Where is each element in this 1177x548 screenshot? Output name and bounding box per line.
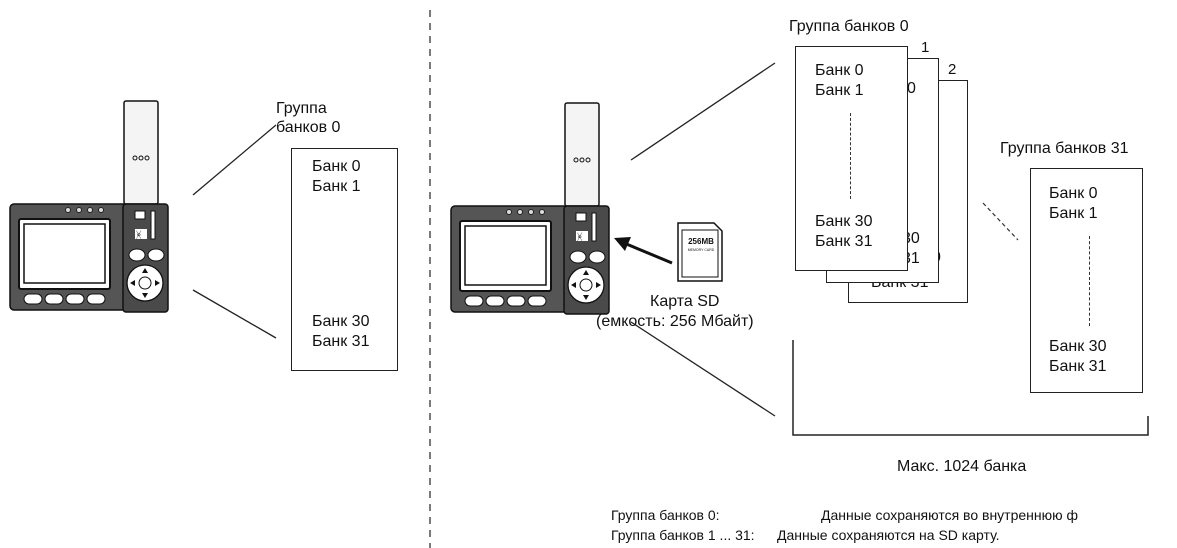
sd-arrow-head	[614, 237, 631, 251]
bank-label: Банк 0	[1049, 185, 1098, 202]
left-connector-top	[192, 124, 277, 196]
bank-label: Банк 30	[1049, 338, 1107, 355]
bank-label: Банк 1	[312, 178, 361, 195]
left-group-label-line1: Группа	[276, 100, 327, 117]
stack-group0-title: Группа банков 0	[789, 18, 909, 35]
left-group-label-line2: банков 0	[276, 119, 341, 136]
bank-label: Банк 1	[1049, 205, 1098, 222]
bank-label: Банк 31	[815, 233, 873, 250]
bank-group-card-31: Банк 0 Банк 1 Банк 30 Банк 31	[1030, 168, 1143, 393]
sd-card-subtext: MEMORY CARD	[687, 248, 715, 252]
sd-card-capacity: (емкость: 256 Мбайт)	[596, 313, 754, 330]
right-connector-top	[630, 62, 776, 161]
controller-device-right: ᚸ	[450, 102, 610, 315]
bank-label: Банк 31	[1049, 358, 1107, 375]
svg-text:ᚸ: ᚸ	[136, 230, 142, 241]
left-bank-box: Банк 0 Банк 1 Банк 30 Банк 31	[291, 148, 398, 371]
sd-card-label: Карта SD	[650, 293, 720, 310]
stack-number: 1	[921, 39, 930, 56]
bank-ellipsis	[850, 113, 851, 199]
group31-title: Группа банков 31	[1000, 140, 1129, 157]
note-row1-key: Группа банков 0:	[611, 507, 720, 523]
bank-label: Банк 30	[815, 213, 873, 230]
right-connector-bottom	[630, 321, 776, 417]
sd-card-icon	[677, 222, 723, 282]
left-connector-bottom	[192, 289, 277, 339]
bank-label: Банк 1	[815, 82, 864, 99]
bank-group-card-0: Банк 0 Банк 1 Банк 30 Банк 31	[795, 46, 908, 271]
group-ellipsis-line	[982, 202, 1019, 241]
peek-text: 0	[907, 80, 916, 97]
sd-arrow-shaft	[623, 241, 673, 265]
max-banks-label: Макс. 1024 банка	[897, 458, 1027, 475]
bank-label: Банк 0	[815, 62, 864, 79]
bank-ellipsis	[1089, 236, 1090, 326]
svg-text:ᚸ: ᚸ	[577, 232, 583, 243]
bank-label: Банк 31	[312, 333, 370, 350]
bank-label: Банк 0	[312, 158, 361, 175]
note-row2-key: Группа банков 1 ... 31:	[611, 527, 755, 543]
max-bracket	[792, 340, 1149, 436]
bank-label: Банк 30	[312, 313, 370, 330]
controller-device-left: ᚸ	[9, 100, 169, 313]
note-row1-value: Данные сохраняются во внутреннюю ф	[821, 507, 1079, 523]
stack-number: 2	[948, 61, 957, 78]
sd-card-text: 256MB	[688, 237, 714, 246]
note-row2-value: Данные сохраняются на SD карту.	[777, 527, 1000, 543]
